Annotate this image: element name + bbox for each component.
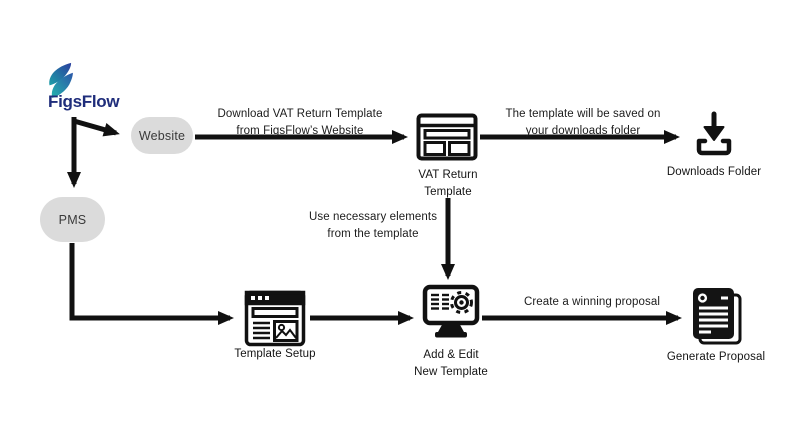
template-setup-caption: Template Setup [234,348,316,360]
node-website: Website [131,117,193,154]
node-pms-label: PMS [58,212,87,227]
step-vat-return-template [416,113,478,166]
document-icon [693,288,742,345]
figsflow-logo-text: FigsFlow [48,92,120,111]
figsflow-logo: FigsFlow [40,60,126,114]
monitor-gear-icon [422,284,480,338]
edge-label-saved-downloads: The template will be saved on your downl… [505,108,661,138]
vat-return-template-caption: VAT Return Template [418,169,478,199]
edge-label-create-proposal: Create a winning proposal [523,296,661,308]
node-website-label: Website [138,128,186,143]
arrow-logo-to-website [73,118,120,137]
step-downloads-folder [688,111,740,164]
arrow-pms-to-template-setup [69,243,234,325]
webpage-layout-icon [244,290,306,347]
figsflow-logo-icon [49,62,73,98]
step-generate-proposal [688,286,744,353]
edge-label-download-template: Download VAT Return Template from FigsFl… [217,108,383,138]
step-template-setup [244,288,306,353]
downloads-folder-caption: Downloads Folder [666,166,762,178]
download-icon [696,111,732,156]
edge-label-use-elements: Use necessary elements from the template [308,211,438,241]
node-pms: PMS [40,197,105,242]
add-edit-template-caption: Add & Edit New Template [414,349,488,379]
step-add-edit-template [422,284,480,349]
browser-window-icon [416,113,478,161]
generate-proposal-caption: Generate Proposal [666,351,766,363]
